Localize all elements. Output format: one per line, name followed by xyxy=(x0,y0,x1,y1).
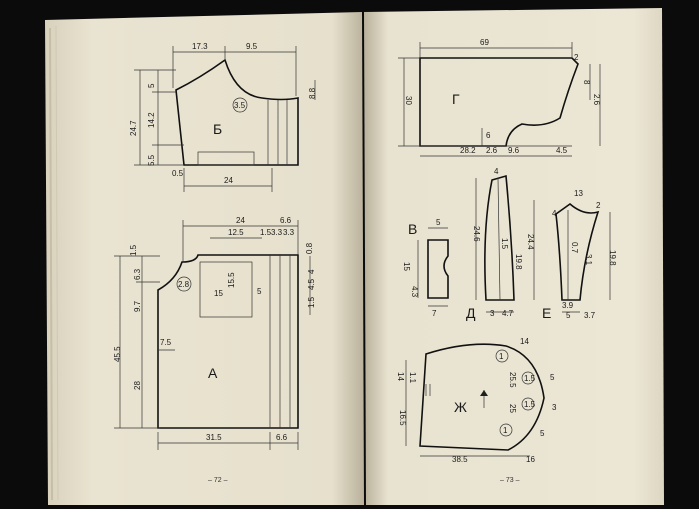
pattern-b xyxy=(134,46,316,192)
dim-label: 30 xyxy=(404,96,413,105)
dim-label: 4 xyxy=(494,167,499,176)
right-page xyxy=(364,8,664,505)
left-page-number: – 72 – xyxy=(208,477,228,484)
pattern-zh-letter: Ж xyxy=(454,399,467,415)
dim-label: 14 xyxy=(520,337,529,346)
left-page xyxy=(45,12,364,505)
pattern-d-letter: Д xyxy=(466,305,476,321)
dim-label: 31.5 xyxy=(206,433,222,442)
pattern-a-letter: А xyxy=(208,365,218,381)
pattern-g xyxy=(398,42,601,157)
dim-label: 9.5 xyxy=(246,42,258,51)
pattern-v-letter: В xyxy=(408,221,417,237)
pattern-v xyxy=(417,227,449,307)
dim-label: 24.6 xyxy=(472,226,481,242)
dim-label: 24.7 xyxy=(129,120,138,136)
dim-label: 5 xyxy=(540,429,545,438)
dim-label: 6 xyxy=(486,131,491,140)
dim-label: 3.7 xyxy=(584,311,596,320)
dim-label: 0.7 xyxy=(570,242,579,254)
dim-label: 15 xyxy=(402,262,411,271)
dim-label: 0.8 xyxy=(305,242,314,254)
dim-label: 5.5 xyxy=(147,154,156,166)
dim-label: 45.5 xyxy=(113,346,122,362)
dim-label: 1 xyxy=(503,426,508,435)
dim-label: 6.6 xyxy=(280,216,292,225)
dim-label: 2 xyxy=(574,53,579,62)
dim-label: 16 xyxy=(526,455,535,464)
dim-label: 6.3 xyxy=(133,268,142,280)
dim-label: 6.6 xyxy=(276,433,288,442)
dim-label: 3.5 xyxy=(234,101,246,110)
dim-label: 3 xyxy=(490,309,495,318)
dim-label: 1.5 xyxy=(129,244,138,256)
pattern-zh xyxy=(405,343,545,457)
pattern-e xyxy=(555,202,611,313)
dim-label: 24.4 xyxy=(526,234,535,250)
dim-label: 4.5 xyxy=(556,146,568,155)
pattern-a xyxy=(114,220,311,450)
dim-label: 3.3 xyxy=(271,228,283,237)
dim-label: 9.6 xyxy=(508,146,520,155)
pattern-g-letter: Г xyxy=(452,91,460,107)
dim-label: 1.1 xyxy=(408,372,417,384)
dim-label: 2.8 xyxy=(178,280,190,289)
dim-label: 17.3 xyxy=(192,42,208,51)
dim-label: 69 xyxy=(480,38,489,47)
dim-label: 4.7 xyxy=(502,309,514,318)
dim-label: 1 xyxy=(499,352,504,361)
dim-label: 1.5 xyxy=(524,374,536,383)
dim-label: 38.5 xyxy=(452,455,468,464)
dim-label: 1.5 xyxy=(524,400,536,409)
dim-label: 24 xyxy=(236,216,245,225)
dim-label: 9.7 xyxy=(133,300,142,312)
dim-label: 2.6 xyxy=(486,146,498,155)
dim-label: 28 xyxy=(133,381,142,390)
dim-label: 7.5 xyxy=(160,338,172,347)
dim-label: 5 xyxy=(257,287,262,296)
dim-label: 5 xyxy=(566,311,571,320)
right-page-number: – 73 – xyxy=(500,477,520,484)
dim-label: 1.5 xyxy=(307,296,316,308)
dim-label: 2.6 xyxy=(592,94,601,106)
dim-label: 19.8 xyxy=(608,250,617,266)
dim-label: 14.2 xyxy=(147,112,156,128)
dim-label: 15.5 xyxy=(227,272,236,288)
dim-label: 1.5 xyxy=(500,238,509,250)
dim-label: 4.3 xyxy=(410,286,419,298)
dim-label: 5 xyxy=(436,218,441,227)
dim-label: 7 xyxy=(432,309,437,318)
dim-label: 8.8 xyxy=(308,87,317,99)
dim-label: 3.3 xyxy=(283,228,295,237)
dim-label: 19.8 xyxy=(514,254,523,270)
dim-label: 8 xyxy=(582,80,591,85)
pattern-d xyxy=(475,174,535,313)
dim-label: 24 xyxy=(224,176,233,185)
page-edge-lines xyxy=(49,27,53,501)
dim-label: 5 xyxy=(147,83,156,88)
pattern-b-letter: Б xyxy=(213,121,222,137)
dim-label: 4 xyxy=(552,209,557,218)
dim-label: 12.5 xyxy=(228,228,244,237)
dim-label: 3.1 xyxy=(584,254,593,266)
pattern-e-letter: Е xyxy=(542,305,551,321)
dim-label: 13 xyxy=(574,189,583,198)
dim-label: 4.5 xyxy=(307,278,316,290)
dim-label: 4 xyxy=(307,269,316,274)
dim-label: 25.5 xyxy=(508,372,517,388)
dim-label: 2 xyxy=(596,201,601,210)
dim-label: 14 xyxy=(396,372,405,381)
dim-label: 3 xyxy=(552,403,557,412)
dim-label: 25 xyxy=(508,404,517,413)
dim-label: 5 xyxy=(550,373,555,382)
dim-label: 1.5 xyxy=(260,228,272,237)
dim-label: 16.5 xyxy=(398,410,407,426)
dim-label: 0.5 xyxy=(172,169,184,178)
dim-label: 15 xyxy=(214,289,223,298)
dim-label: 3.9 xyxy=(562,301,574,310)
dim-label: 28.2 xyxy=(460,146,476,155)
